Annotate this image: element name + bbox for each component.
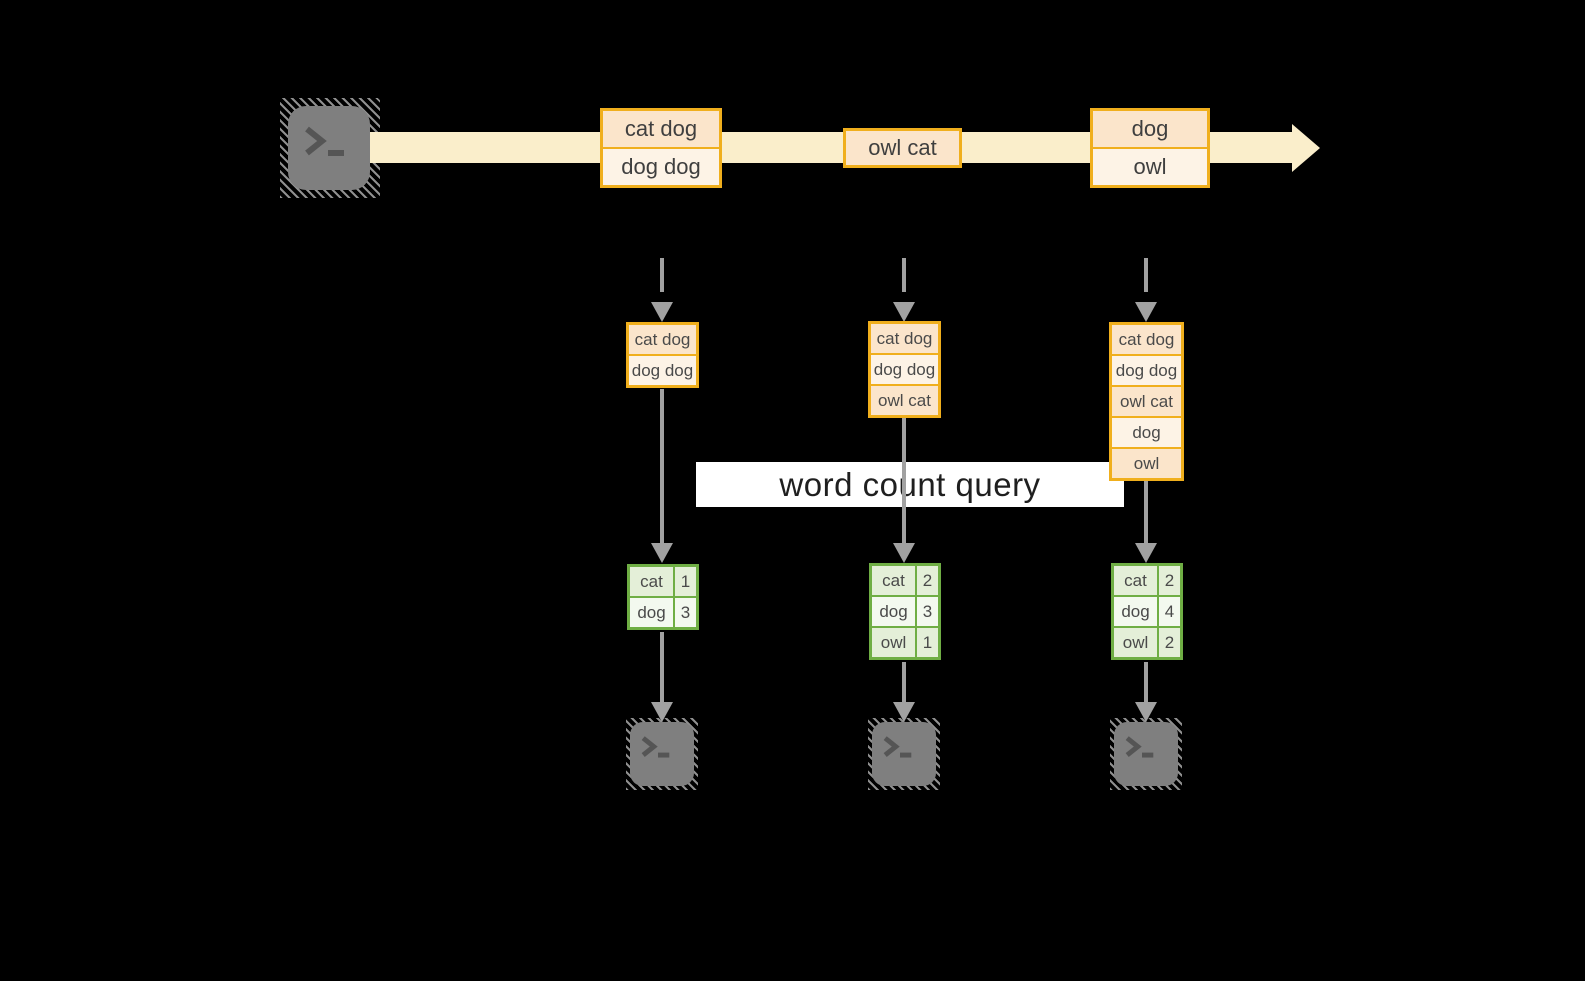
word-cell: cat	[630, 567, 673, 596]
down-arrow-icon	[893, 418, 915, 563]
query-label-band: word count query	[696, 462, 1124, 507]
word-cell: cat	[1114, 566, 1157, 595]
dashed-arrow-icon	[651, 258, 673, 322]
dashed-arrow-icon	[893, 258, 915, 322]
word-cell: cat	[872, 566, 915, 595]
state-row: dog dog	[629, 356, 696, 385]
state-row: dog	[1112, 418, 1181, 447]
state-row: owl	[1112, 449, 1181, 478]
terminal-icon	[630, 722, 694, 786]
count-cell: 1	[675, 567, 696, 596]
state-row: cat dog	[1112, 325, 1181, 354]
stream-event-cell: owl cat	[846, 131, 959, 165]
dashed-arrow-icon	[1135, 258, 1157, 322]
word-cell: owl	[872, 628, 915, 657]
count-cell: 2	[1159, 628, 1180, 657]
stream-event-box-1: cat dog dog dog	[600, 108, 722, 188]
stream-event-cell: cat dog	[603, 111, 719, 147]
count-cell: 1	[917, 628, 938, 657]
count-table-2: cat 2 dog 3 owl 1	[869, 563, 941, 660]
table-row: owl 2	[1114, 628, 1180, 657]
table-row: owl 1	[872, 628, 938, 657]
down-arrow-icon	[651, 632, 673, 722]
word-cell: dog	[630, 598, 673, 627]
stream-event-box-2: owl cat	[843, 128, 962, 168]
state-row: cat dog	[871, 324, 938, 353]
word-cell: dog	[1114, 597, 1157, 626]
state-box-1: cat dog dog dog	[626, 322, 699, 388]
stream-arrowhead-icon	[1292, 124, 1320, 172]
count-table-3: cat 2 dog 4 owl 2	[1111, 563, 1183, 660]
state-row: dog dog	[1112, 356, 1181, 385]
state-row: owl cat	[871, 386, 938, 415]
stream-event-cell: dog dog	[603, 149, 719, 185]
terminal-prompt-icon	[641, 736, 670, 758]
state-row: owl cat	[1112, 387, 1181, 416]
table-row: dog 3	[872, 597, 938, 626]
down-arrow-icon	[1135, 481, 1157, 563]
stream-event-cell: owl	[1093, 149, 1207, 185]
state-row: cat dog	[629, 325, 696, 354]
count-cell: 3	[675, 598, 696, 627]
word-cell: dog	[872, 597, 915, 626]
table-row: dog 4	[1114, 597, 1180, 626]
down-arrow-icon	[893, 662, 915, 722]
terminal-icon	[1114, 722, 1178, 786]
count-cell: 2	[917, 566, 938, 595]
down-arrow-icon	[1135, 662, 1157, 722]
count-cell: 4	[1159, 597, 1180, 626]
down-arrow-icon	[651, 389, 673, 563]
table-row: dog 3	[630, 598, 696, 627]
stream-event-cell: dog	[1093, 111, 1207, 147]
table-row: cat 1	[630, 567, 696, 596]
stream-event-box-3: dog owl	[1090, 108, 1210, 188]
state-row: dog dog	[871, 355, 938, 384]
table-row: cat 2	[872, 566, 938, 595]
word-cell: owl	[1114, 628, 1157, 657]
count-cell: 3	[917, 597, 938, 626]
state-box-2: cat dog dog dog owl cat	[868, 321, 941, 418]
terminal-icon	[872, 722, 936, 786]
table-row: cat 2	[1114, 566, 1180, 595]
terminal-icon	[288, 106, 370, 190]
terminal-prompt-icon	[305, 126, 344, 156]
terminal-prompt-icon	[1125, 736, 1154, 758]
count-cell: 2	[1159, 566, 1180, 595]
state-box-3: cat dog dog dog owl cat dog owl	[1109, 322, 1184, 481]
query-label: word count query	[779, 465, 1041, 503]
count-table-1: cat 1 dog 3	[627, 564, 699, 630]
terminal-prompt-icon	[883, 736, 912, 758]
